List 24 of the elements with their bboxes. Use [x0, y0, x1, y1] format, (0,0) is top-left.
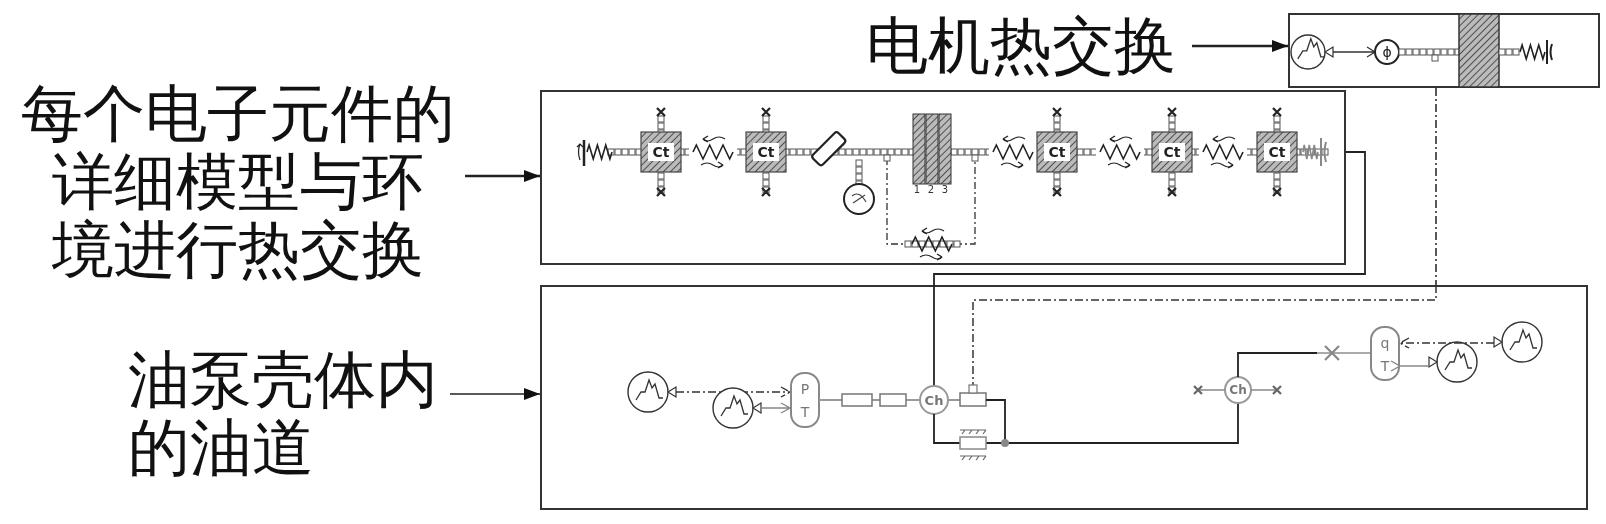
component-label: Ct	[1268, 145, 1286, 159]
component-label: 1	[913, 185, 921, 195]
component-label: P	[800, 382, 810, 396]
component-label: ϕ	[1382, 45, 1392, 59]
component-label: 3	[941, 185, 949, 195]
component-label: Ct	[1048, 145, 1066, 159]
component-label: T	[800, 405, 810, 419]
component-label: Ch	[924, 393, 944, 407]
arrow	[465, 170, 540, 182]
component-label: Ct	[1163, 145, 1181, 159]
component-label: Ct	[652, 145, 670, 159]
component-label: 2	[927, 185, 935, 195]
connector-line	[933, 151, 1366, 286]
arrow	[449, 388, 541, 400]
arrow	[1192, 40, 1288, 52]
callout-text: 电机热交换	[866, 12, 1192, 80]
component-label: q	[1380, 336, 1390, 350]
callout-text: 每个电子元件的详细模型与环境进行热交换	[10, 80, 465, 284]
component-label: Ct	[757, 145, 775, 159]
component-label: T	[1380, 359, 1390, 373]
connector-line	[1435, 87, 1437, 286]
model-frame	[540, 285, 1588, 510]
component-label: Ch	[1229, 384, 1247, 396]
callout-text: 油泵壳体内的油道	[128, 346, 450, 482]
